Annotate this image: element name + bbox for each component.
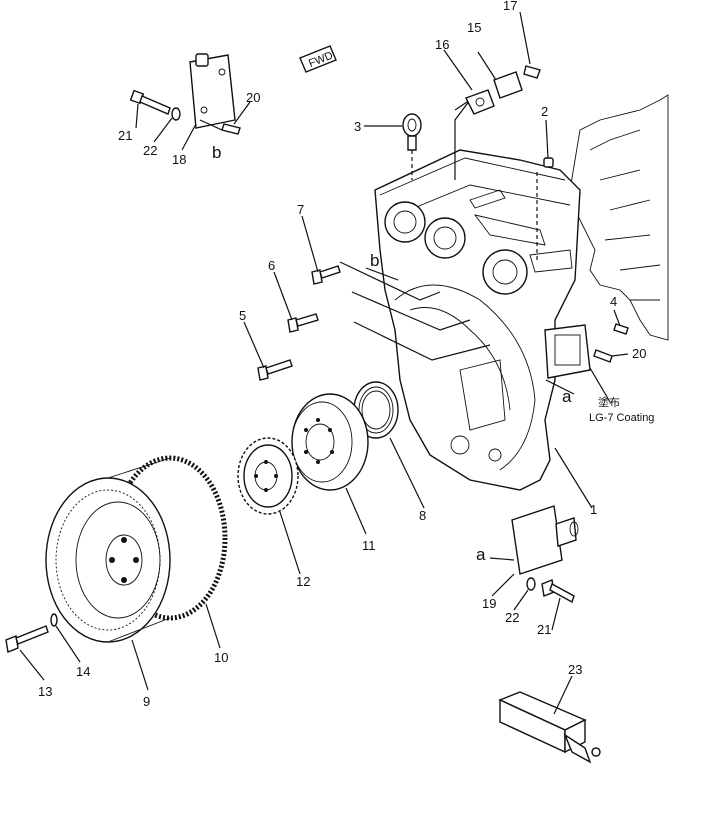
callout-11: 11 (362, 538, 376, 553)
washer-bottom (526, 577, 536, 591)
flywheel-housing (374, 149, 591, 491)
leader-lines (19, 11, 629, 715)
callout-22-bottom: 22 (505, 610, 519, 625)
callout-21-top: 21 (118, 128, 132, 143)
callout-15: 15 (467, 20, 481, 35)
callout-19: 19 (482, 596, 496, 611)
coating-note-jp: 塗布 (598, 395, 620, 409)
callout-18: 18 (172, 152, 186, 167)
flywheel (45, 457, 171, 643)
dowel-pin-right (593, 349, 613, 363)
bolt-6 (287, 313, 319, 333)
cover-plate-bottom (511, 505, 579, 575)
callout-20-top: 20 (246, 90, 260, 105)
callout-labels: 1 2 3 4 5 6 7 8 9 10 11 12 13 14 15 16 1… (38, 0, 646, 709)
callout-4: 4 (610, 294, 617, 309)
marker-a-cover: a (476, 545, 486, 564)
marker-letters: a a b b (212, 143, 572, 564)
callout-5: 5 (239, 308, 246, 323)
callout-9: 9 (143, 694, 150, 709)
bolt-5 (257, 359, 293, 381)
callout-21-bottom: 21 (537, 622, 551, 637)
coating-note: 塗布 LG-7 Coating (589, 395, 654, 424)
callout-23: 23 (568, 662, 582, 677)
gear (237, 437, 299, 515)
washer-top (171, 107, 181, 121)
bolt-top-left (129, 89, 171, 115)
callout-2: 2 (541, 104, 548, 119)
callout-20-right: 20 (632, 346, 646, 361)
bolt-7 (311, 265, 341, 285)
callout-13: 13 (38, 684, 52, 699)
damper (291, 393, 369, 491)
callout-16: 16 (435, 37, 449, 52)
callout-8: 8 (419, 508, 426, 523)
fwd-label: FWD (307, 50, 335, 71)
marker-a-housing: a (562, 387, 572, 406)
callout-12: 12 (296, 574, 310, 589)
dowel-pin-top (221, 123, 241, 135)
callout-22-top: 22 (143, 143, 157, 158)
gasket-16 (465, 89, 495, 115)
callout-17: 17 (503, 0, 517, 13)
coating-note-text: LG-7 Coating (589, 412, 654, 424)
cover-plate-top (189, 53, 236, 129)
fwd-tag: FWD (299, 45, 337, 73)
eye-bolt (402, 113, 422, 151)
callout-3: 3 (354, 119, 361, 134)
callout-14: 14 (76, 664, 90, 679)
bolt-13 (5, 625, 49, 653)
engine-block (569, 94, 669, 341)
bolt-17 (523, 65, 541, 79)
assembly-lines (339, 99, 538, 361)
callout-10: 10 (214, 650, 228, 665)
bolt-bottom (541, 579, 575, 604)
washer-14 (50, 613, 58, 627)
callout-1: 1 (590, 502, 597, 517)
cover-15 (493, 71, 523, 99)
callout-6: 6 (268, 258, 275, 273)
marker-b-top: b (212, 143, 221, 162)
dowel-pin-4 (613, 323, 629, 335)
plug-2 (543, 157, 554, 168)
callout-7: 7 (297, 202, 304, 217)
marker-b-housing: b (370, 251, 379, 270)
tool-23 (498, 691, 601, 764)
